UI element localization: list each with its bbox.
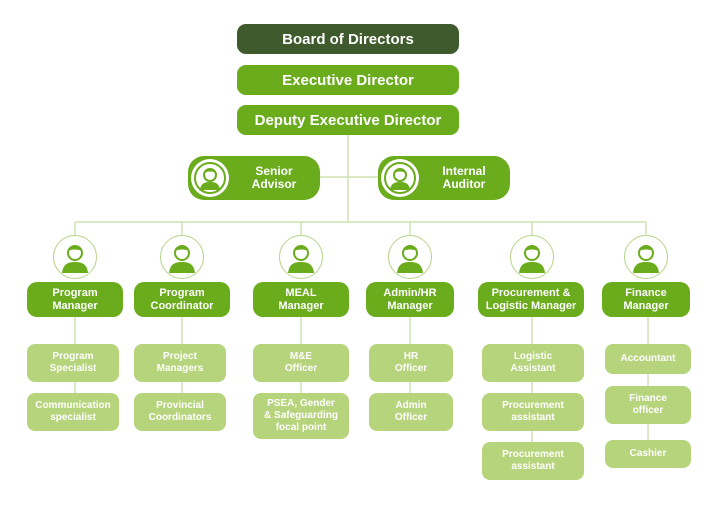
sub-label-line2: assistant bbox=[511, 412, 555, 423]
person-icon bbox=[194, 162, 226, 194]
internal-auditor-label-line1: Internal bbox=[442, 164, 486, 178]
sub-label-line1: Provincial bbox=[156, 400, 204, 411]
program-coordinator-box: Program Coordinator bbox=[134, 282, 230, 317]
sub-label-line1: Program bbox=[52, 351, 94, 362]
deputy-executive-director-label: Deputy Executive Director bbox=[254, 111, 442, 129]
provincial-coordinators-box: Provincial Coordinators bbox=[134, 393, 226, 431]
manager-label-line1: Program bbox=[159, 286, 205, 299]
meal-manager-box: MEAL Manager bbox=[253, 282, 349, 317]
executive-director-box: Executive Director bbox=[237, 65, 459, 95]
finance-officer-box: Finance officer bbox=[605, 386, 691, 424]
sub-label-line2: & Safeguarding bbox=[264, 410, 338, 421]
sub-label-line1: Procurement bbox=[502, 400, 564, 411]
sub-label-line2: Officer bbox=[394, 363, 428, 374]
manager-label-line2: Logistic Manager bbox=[485, 299, 577, 312]
cashier-box: Cashier bbox=[605, 440, 691, 468]
executive-director-label: Executive Director bbox=[282, 71, 414, 89]
sub-label-line2: Coordinators bbox=[148, 412, 212, 423]
person-icon bbox=[169, 245, 195, 273]
sub-label-line1: Finance bbox=[629, 393, 667, 404]
finance-manager-box: Finance Manager bbox=[602, 282, 690, 317]
sub-label-line1: Communication bbox=[35, 400, 111, 411]
psea-gender-safeguarding-box: PSEA, Gender & Safeguarding focal point bbox=[253, 393, 349, 439]
sub-label-line1: Logistic bbox=[513, 351, 553, 362]
person-icon bbox=[288, 245, 314, 273]
manager-label-line1: MEAL bbox=[285, 286, 317, 299]
manager-label-line2: Coordinator bbox=[150, 299, 214, 312]
sub-label-line1: HR bbox=[403, 351, 419, 362]
sub-label-line3: focal point bbox=[275, 422, 327, 433]
person-icon bbox=[397, 245, 423, 273]
board-of-directors-label: Board of Directors bbox=[282, 30, 414, 48]
procurement-logistic-manager-avatar bbox=[510, 235, 554, 279]
program-manager-avatar bbox=[53, 235, 97, 279]
manager-label-line2: Manager bbox=[52, 299, 98, 312]
manager-label-line1: Program bbox=[52, 286, 98, 299]
sub-label-line1: M&E bbox=[289, 351, 313, 362]
senior-advisor-box: Senior Advisor bbox=[188, 156, 320, 200]
admin-hr-manager-avatar bbox=[388, 235, 432, 279]
board-of-directors-box: Board of Directors bbox=[237, 24, 459, 54]
sub-label-line2: specialist bbox=[50, 412, 96, 423]
procurement-assistant-box-2: Procurement assistant bbox=[482, 442, 584, 480]
me-officer-box: M&E Officer bbox=[253, 344, 349, 382]
sub-label-line2: Managers bbox=[156, 363, 204, 374]
person-icon bbox=[633, 245, 659, 273]
manager-label-line1: Procurement & bbox=[491, 286, 571, 299]
manager-label-line2: Manager bbox=[623, 299, 669, 312]
admin-officer-box: Admin Officer bbox=[369, 393, 453, 431]
finance-manager-avatar bbox=[624, 235, 668, 279]
meal-manager-avatar bbox=[279, 235, 323, 279]
logistic-assistant-box: Logistic Assistant bbox=[482, 344, 584, 382]
sub-label-line2: Officer bbox=[394, 412, 428, 423]
program-coordinator-avatar bbox=[160, 235, 204, 279]
senior-advisor-label-line2: Advisor bbox=[251, 177, 297, 191]
sub-label-line2: Officer bbox=[284, 363, 318, 374]
manager-label-line1: Admin/HR bbox=[383, 286, 437, 299]
project-managers-box: Project Managers bbox=[134, 344, 226, 382]
internal-auditor-label-line2: Auditor bbox=[442, 177, 486, 191]
procurement-assistant-box-1: Procurement assistant bbox=[482, 393, 584, 431]
sub-label-line1: Procurement bbox=[502, 449, 564, 460]
program-specialist-box: Program Specialist bbox=[27, 344, 119, 382]
procurement-logistic-manager-box: Procurement & Logistic Manager bbox=[478, 282, 584, 317]
person-icon bbox=[519, 245, 545, 273]
admin-hr-manager-box: Admin/HR Manager bbox=[366, 282, 454, 317]
person-icon bbox=[384, 162, 416, 194]
manager-label-line1: Finance bbox=[625, 286, 667, 299]
manager-label-line2: Manager bbox=[278, 299, 324, 312]
internal-auditor-avatar bbox=[381, 159, 419, 197]
sub-label-line1: PSEA, Gender bbox=[267, 398, 335, 409]
deputy-executive-director-box: Deputy Executive Director bbox=[237, 105, 459, 135]
senior-advisor-label-line1: Senior bbox=[255, 164, 293, 178]
senior-advisor-avatar bbox=[191, 159, 229, 197]
sub-label-line1: Admin bbox=[395, 400, 427, 411]
sub-label-line1: Accountant bbox=[620, 353, 676, 364]
person-icon bbox=[62, 245, 88, 273]
sub-label-line2: assistant bbox=[511, 461, 555, 472]
sub-label-line2: officer bbox=[632, 405, 664, 416]
sub-label-line1: Cashier bbox=[629, 448, 667, 459]
communication-specialist-box: Communication specialist bbox=[27, 393, 119, 431]
accountant-box: Accountant bbox=[605, 344, 691, 374]
manager-label-line2: Manager bbox=[387, 299, 433, 312]
hr-officer-box: HR Officer bbox=[369, 344, 453, 382]
internal-auditor-box: Internal Auditor bbox=[378, 156, 510, 200]
program-manager-box: Program Manager bbox=[27, 282, 123, 317]
sub-label-line2: Assistant bbox=[510, 363, 556, 374]
sub-label-line2: Specialist bbox=[49, 363, 97, 374]
sub-label-line1: Project bbox=[163, 351, 197, 362]
